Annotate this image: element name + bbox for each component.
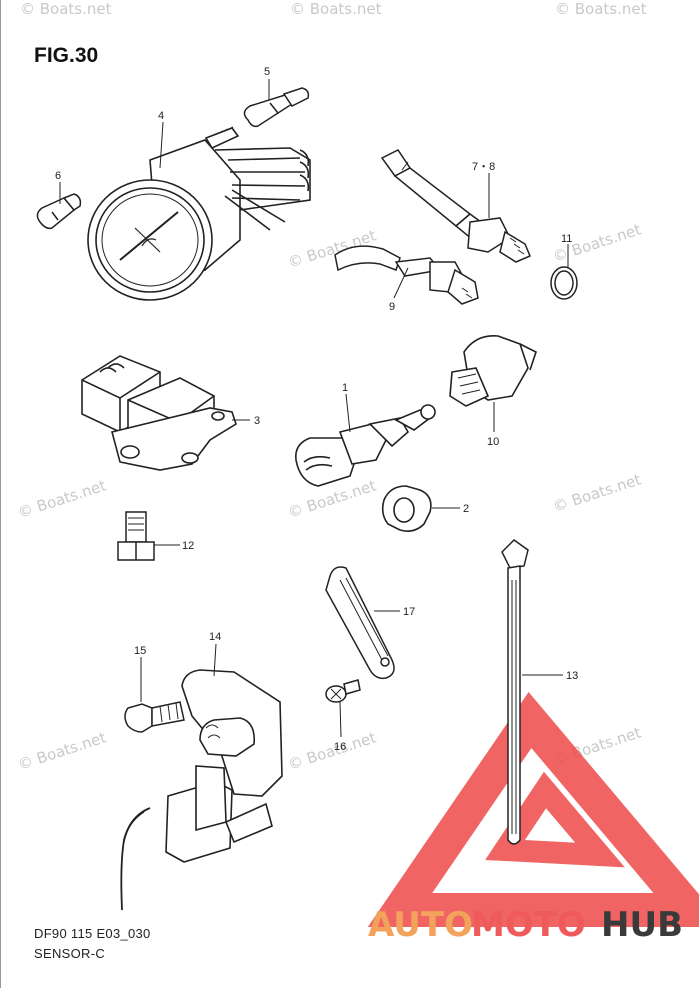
callout-2: 2: [463, 503, 469, 515]
callout-13: 13: [566, 670, 578, 682]
callout-9: 9: [389, 301, 395, 313]
watermark-text: © Boats.net: [551, 470, 644, 515]
callout-10: 10: [487, 436, 499, 448]
part-6-bulb: [36, 193, 82, 230]
brand-wordmark: AUTO MOTO HUB: [368, 905, 683, 945]
watermark-text: © Boats.net: [20, 0, 112, 18]
part-3-module: [81, 355, 237, 471]
watermark-text: © Boats.net: [555, 0, 647, 18]
figure-code: DF90 115 E03_030: [34, 926, 151, 941]
logo-triangle-outer: [367, 691, 699, 927]
part-14-bracket: [120, 669, 283, 911]
figure-title: FIG.30: [34, 44, 99, 67]
figure-name: SENSOR-C: [34, 946, 106, 961]
callout-15: 15: [134, 645, 146, 657]
brand-word-moto: MOTO: [471, 905, 586, 945]
brand-word-auto: AUTO: [368, 905, 473, 945]
part-17-clamp: [325, 566, 395, 680]
logo-triangle-inner: [485, 771, 625, 868]
part-11-oring: [550, 266, 578, 300]
part-16-screw: [325, 679, 361, 703]
part-15-bolt: [124, 701, 185, 733]
watermark-text: © Boats.net: [286, 728, 379, 773]
callout-12: 12: [182, 540, 194, 552]
watermark-text: © Boats.net: [286, 476, 379, 521]
part-12-bolt: [117, 511, 155, 561]
part-4-gauge: [87, 126, 311, 301]
part-10-sensor: [449, 335, 537, 407]
callout-3: 3: [254, 415, 260, 427]
brand-logo-mark: [367, 691, 699, 927]
part-13-cable-tie: [501, 539, 529, 845]
part-7-8-sensor: [380, 149, 531, 263]
part-9-sensor: [334, 245, 479, 305]
callout-16: 16: [334, 741, 346, 753]
part-2-grommet: [381, 485, 432, 532]
page-left-border: [0, 0, 1, 988]
callout-4: 4: [158, 110, 164, 122]
part-5-bulb: [243, 87, 310, 128]
watermark-text: © Boats.net: [16, 728, 109, 773]
callout-14: 14: [209, 631, 221, 643]
callout-1: 1: [342, 382, 348, 394]
callout-11: 11: [561, 233, 572, 245]
callout-labels: 5 4 6 7・8 11 9 3 1 10 2 12 17 13 14 15 1…: [55, 66, 578, 753]
part-1-connector: [294, 404, 436, 487]
callout-17: 17: [403, 606, 415, 618]
brand-word-hub: HUB: [601, 905, 683, 945]
leader-lines: [59, 79, 569, 738]
callout-7-8: 7・8: [472, 161, 495, 173]
callout-5: 5: [264, 66, 270, 78]
watermark-text: © Boats.net: [290, 0, 382, 18]
watermark-text: © Boats.net: [16, 476, 109, 521]
callout-6: 6: [55, 170, 61, 182]
